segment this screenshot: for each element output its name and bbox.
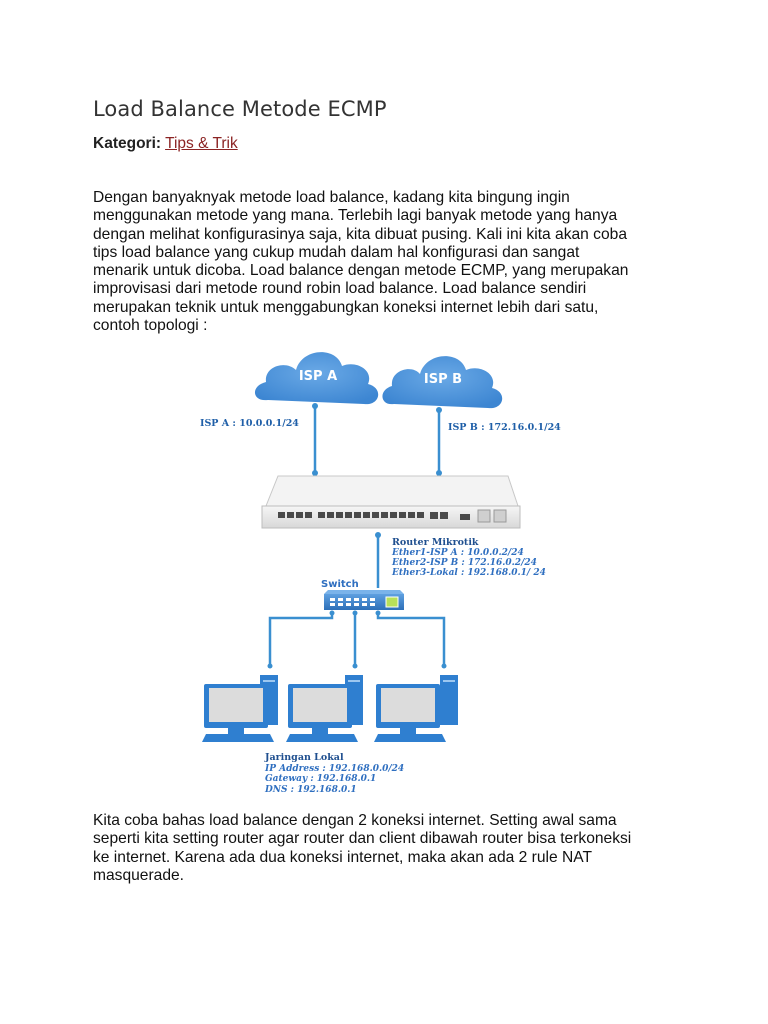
router-ether3: Ether3-Lokal : 192.168.0.1/ 24 (391, 568, 546, 578)
category-line: Kategori: Tips & Trik (93, 135, 238, 153)
lan-links (268, 612, 446, 666)
followup-line: masquerade. (93, 866, 185, 884)
intro-line: dengan melihat konfigurasinya saja, kita… (93, 225, 627, 243)
switch-label: Switch (321, 579, 359, 590)
computer-icon (374, 675, 458, 742)
intro-line: improvisasi dari metode round robin load… (93, 280, 587, 298)
intro-line: menarik untuk dicoba. Load balance denga… (93, 262, 629, 280)
intro-line: Dengan banyaknyak metode load balance, k… (93, 189, 570, 206)
intro-line: contoh topologi : (93, 317, 208, 335)
computer-icon (202, 675, 278, 742)
followup-paragraph: Kita coba bahas load balance dengan 2 ko… (93, 812, 693, 885)
lan-ip: IP Address : 192.168.0.0/24 (264, 764, 404, 774)
page-title: Load Balance Metode ECMP (93, 97, 387, 121)
lan-title: Jaringan Lokal (264, 752, 344, 763)
router-ether2: Ether2-ISP B : 172.16.0.2/24 (391, 558, 537, 568)
router-icon (261, 475, 521, 529)
router-ether1: Ether1-ISP A : 10.0.0.2/24 (391, 548, 524, 558)
switch-icon (324, 590, 404, 610)
intro-paragraph: Dengan banyaknyak metode load balance, k… (93, 189, 693, 335)
category-link[interactable]: Tips & Trik (165, 135, 238, 152)
intro-line: menggunakan metode yang mana. Terlebih l… (93, 207, 618, 225)
isp-b-label: ISP B (424, 372, 462, 387)
category-label: Kategori: (93, 135, 162, 152)
isp-a-ip-label: ISP A : 10.0.0.1/24 (200, 418, 299, 429)
isp-a-cloud-icon: ISP A (254, 352, 379, 405)
lan-gateway: Gateway : 192.168.0.1 (265, 774, 376, 784)
router-title: Router Mikrotik (392, 537, 479, 548)
isp-a-label: ISP A (299, 369, 337, 384)
followup-line: seperti kita setting router agar router … (93, 830, 632, 848)
computer-icon (286, 675, 363, 742)
isp-b-cloud-icon: ISP B (382, 356, 503, 409)
intro-line: tips load balance yang cukup mudah dalam… (93, 243, 580, 261)
isp-b-ip-label: ISP B : 172.16.0.1/24 (448, 422, 561, 433)
intro-line: merupakan teknik untuk menggabungkan kon… (93, 298, 599, 316)
followup-line: ke internet. Karena ada dua koneksi inte… (93, 848, 593, 866)
followup-line: Kita coba bahas load balance dengan 2 ko… (93, 812, 617, 829)
topology-svg: ISP A ISP B ISP A : 10.0.0.1/24 ISP B : … (200, 352, 561, 795)
topology-diagram: ISP A ISP B ISP A : 10.0.0.1/24 ISP B : … (190, 336, 580, 802)
lan-dns: DNS : 192.168.0.1 (264, 785, 357, 795)
